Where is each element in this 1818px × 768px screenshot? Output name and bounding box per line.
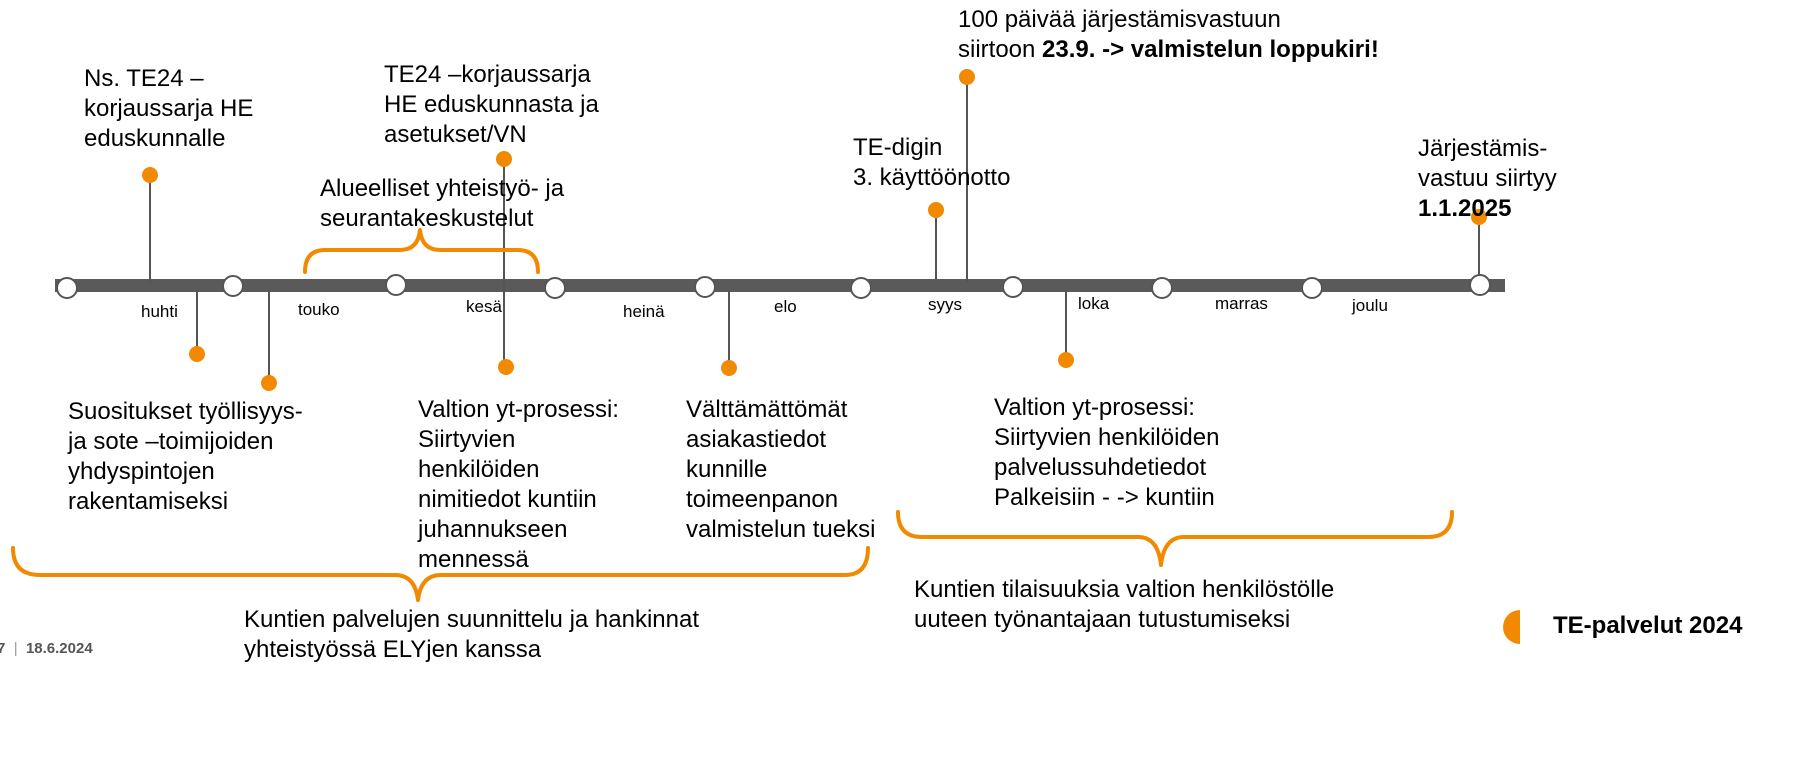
- brackets: [11, 228, 1454, 602]
- event-dot: [142, 167, 158, 183]
- timeline-node: [850, 277, 872, 299]
- top-bracket: [303, 228, 540, 274]
- event-te-digi: TE-digin 3. käyttöönotto: [853, 134, 1011, 191]
- event-valtion-yt-1: Valtion yt-prosessi: Siirtyvien henkilöi…: [418, 396, 619, 573]
- timeline-node: [694, 276, 716, 298]
- timeline-node: [1301, 277, 1323, 299]
- event-dot: [928, 202, 944, 218]
- event-dot: [1058, 352, 1074, 368]
- month-label: loka: [1078, 294, 1110, 313]
- event-dot: [1471, 209, 1487, 225]
- month-label: marras: [1215, 294, 1268, 313]
- event-te24-eduskunnasta: TE24 –korjaussarja HE eduskunnasta ja as…: [384, 61, 599, 148]
- event-dot: [959, 69, 975, 85]
- month-label: heinä: [623, 302, 665, 321]
- month-label: kesä: [466, 297, 502, 316]
- event-suositukset: Suositukset työllisyys- ja sote –toimijo…: [68, 398, 303, 515]
- month-label: huhti: [141, 302, 178, 321]
- event-asiakastiedot: Välttämättömät asiakastiedot kunnille to…: [686, 396, 876, 543]
- footer-page-date: 7 | 18.6.2024: [0, 640, 93, 657]
- bracket-label-left: Kuntien palvelujen suunnittelu ja hankin…: [244, 606, 700, 663]
- month-label: joulu: [1352, 296, 1388, 315]
- event-100-paivaa: 100 päivää järjestämisvastuun siirtoon 2…: [958, 6, 1379, 63]
- event-valtion-yt-2: Valtion yt-prosessi: Siirtyvien henkilöi…: [994, 394, 1220, 511]
- event-ns-te24: Ns. TE24 – korjaussarja HE eduskunnalle: [84, 65, 254, 152]
- event-dot: [721, 360, 737, 376]
- brand-name: TE-palvelut 2024: [1553, 612, 1743, 639]
- timeline-node: [56, 277, 78, 299]
- timeline-node: [1469, 274, 1491, 296]
- event-dot: [261, 375, 277, 391]
- month-nodes: [56, 274, 1491, 299]
- event-dots: [142, 69, 1487, 391]
- month-label: touko: [298, 300, 340, 319]
- event-yhteistyo: Alueelliset yhteistyö- ja seurantakeskus…: [320, 175, 565, 232]
- event-dot: [496, 151, 512, 167]
- month-label: elo: [774, 297, 797, 316]
- event-dot: [498, 359, 514, 375]
- timeline-bar: [55, 279, 1505, 292]
- timeline-node: [544, 277, 566, 299]
- timeline-node: [1002, 276, 1024, 298]
- timeline-node: [385, 274, 407, 296]
- connector-lines: [149, 77, 1480, 383]
- timeline-node: [1151, 277, 1173, 299]
- bracket-label-right: Kuntien tilaisuuksia valtion henkilöstöl…: [914, 576, 1335, 633]
- month-label: syys: [928, 295, 962, 314]
- left-bracket: [11, 546, 870, 602]
- event-dot: [189, 346, 205, 362]
- right-bracket: [896, 510, 1454, 567]
- event-jarjestamisvastuu: Järjestämis- vastuu siirtyy 1.1.2025: [1418, 135, 1557, 222]
- timeline-node: [222, 275, 244, 297]
- brand-logo-icon: [1503, 610, 1520, 644]
